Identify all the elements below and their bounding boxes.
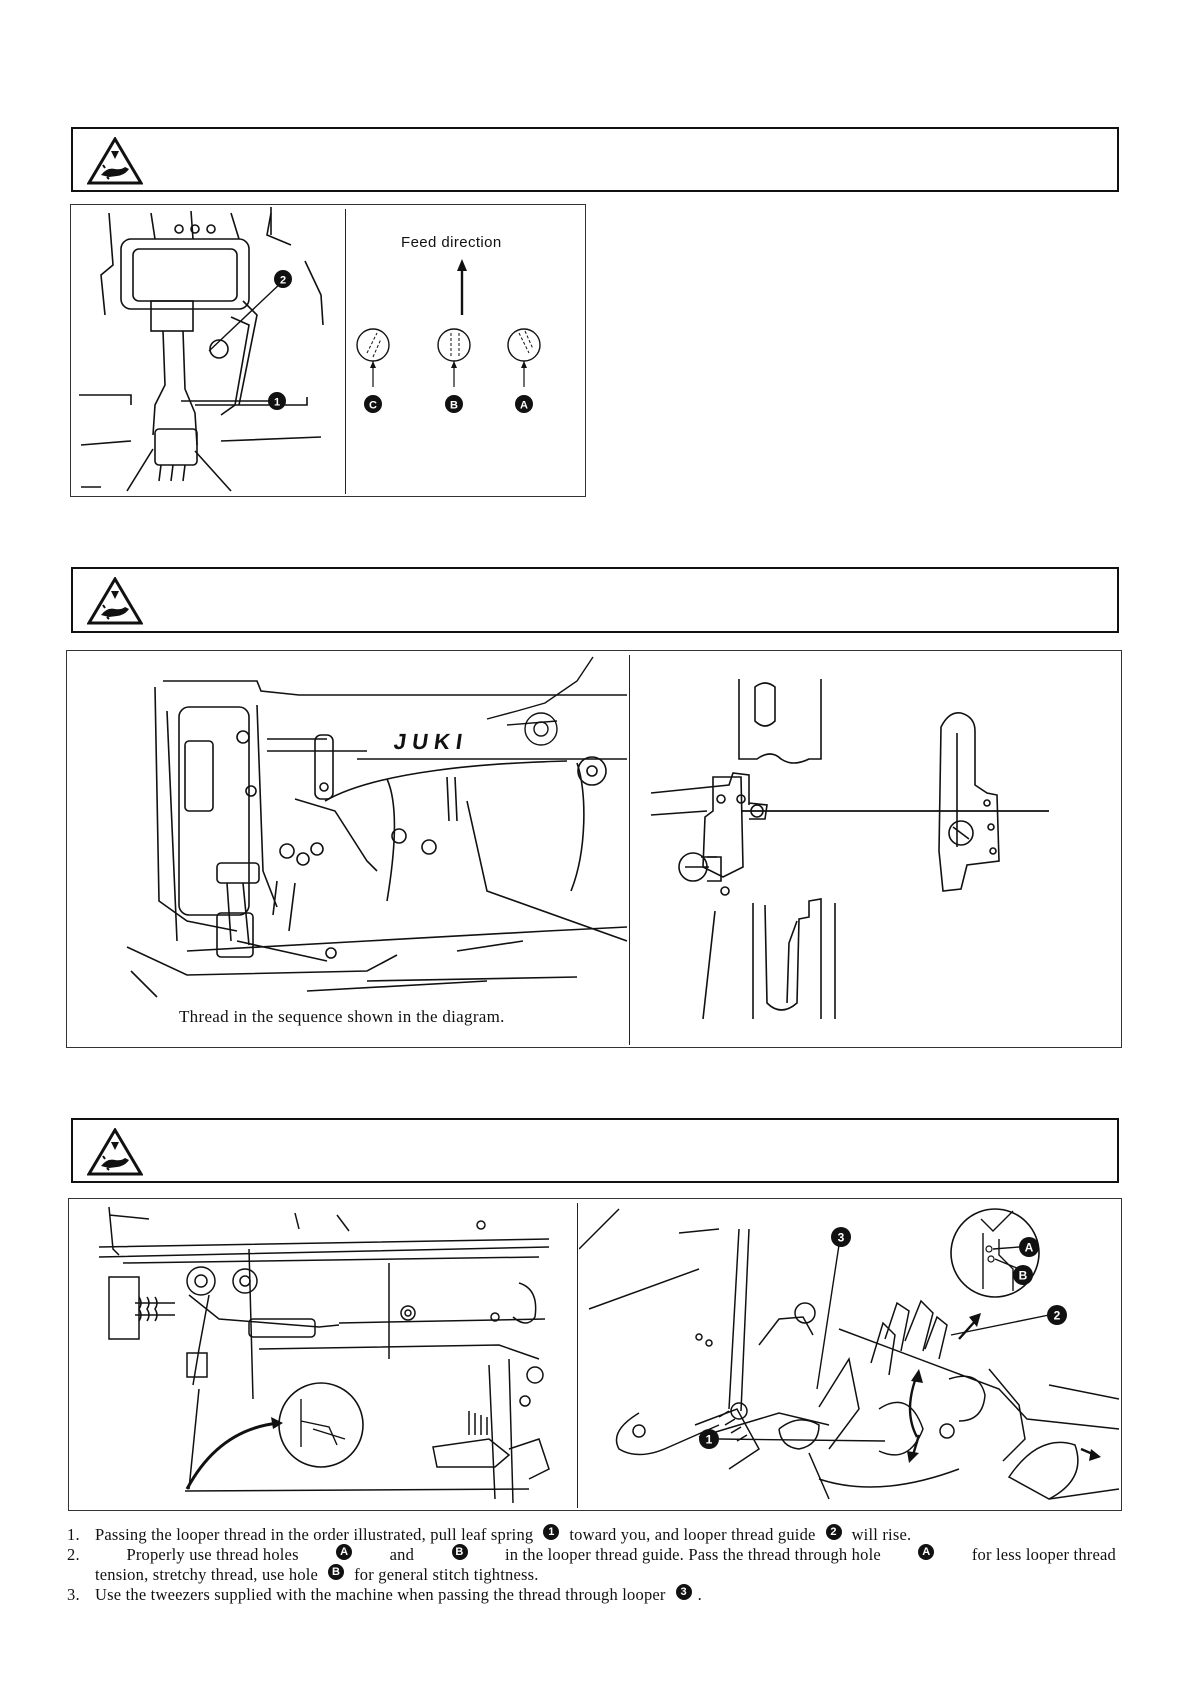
thread-direction-arrow-icon — [271, 1417, 283, 1429]
instruction-2-cont: tension, stretchy thread, use hole B for… — [95, 1564, 539, 1584]
instruction-1: 1. Passing the looper thread in the orde… — [67, 1524, 912, 1544]
ref-badge-3: 3 — [675, 1584, 692, 1600]
threading-caption: Thread in the sequence shown in the diag… — [179, 1007, 505, 1026]
instruction-2: 2. Properly use thread holes A and B in … — [67, 1544, 1116, 1564]
presser-foot-illustration: 2 1 — [79, 207, 324, 492]
ref-badge-2: 2 — [825, 1524, 842, 1540]
hand-caution-icon — [87, 1128, 143, 1176]
looper-thread-path-illustration — [98, 1206, 550, 1504]
label-a: A — [520, 400, 528, 412]
label-1: 1 — [274, 397, 280, 409]
label-b: B — [1019, 1269, 1028, 1283]
thread-guide-detail — [650, 679, 1049, 1020]
label-3: 3 — [838, 1231, 845, 1245]
needle-threading-figure: JUKI Thread in the sequence shown in the… — [66, 650, 1122, 1048]
instruction-3: 3. Use the tweezers supplied with the ma… — [67, 1584, 702, 1604]
hand-caution-icon — [87, 137, 143, 185]
figure-divider — [345, 209, 346, 494]
looper-threading-figure: A B 2 3 1 — [68, 1198, 1122, 1511]
label-2: 2 — [1054, 1309, 1061, 1323]
caution-box-2 — [71, 567, 1119, 633]
caution-box-1 — [71, 127, 1119, 192]
svg-text:JUKI: JUKI — [392, 729, 470, 754]
caution-box-3 — [71, 1118, 1119, 1183]
feed-arrow-icon — [457, 259, 467, 271]
label-1: 1 — [706, 1433, 713, 1447]
label-2: 2 — [280, 275, 286, 287]
presser-foot-figure: 2 1 Feed direction C B A — [70, 204, 586, 497]
ref-badge-a: A — [336, 1544, 353, 1560]
machine-head-illustration: JUKI — [126, 656, 627, 998]
figure-divider — [629, 655, 630, 1045]
ref-badge-1: 1 — [543, 1524, 560, 1540]
figure-divider — [577, 1203, 578, 1508]
label-a: A — [1025, 1241, 1034, 1255]
feed-direction-label: Feed direction — [401, 234, 502, 251]
ref-badge-a: A — [918, 1544, 935, 1560]
label-b: B — [450, 400, 458, 412]
label-c: C — [369, 400, 377, 412]
ref-badge-b: B — [451, 1544, 468, 1560]
leaf-spring-illustration: A B 2 3 1 — [579, 1208, 1120, 1500]
looper-threading-instructions: 1. Passing the looper thread in the orde… — [67, 1524, 1127, 1605]
looper-detail-inset — [278, 1382, 364, 1468]
stitch-angle-diagram: C B A — [356, 259, 541, 413]
hand-caution-icon — [87, 577, 143, 625]
juki-logo: JUKI — [392, 729, 470, 754]
ref-badge-b: B — [328, 1564, 345, 1580]
